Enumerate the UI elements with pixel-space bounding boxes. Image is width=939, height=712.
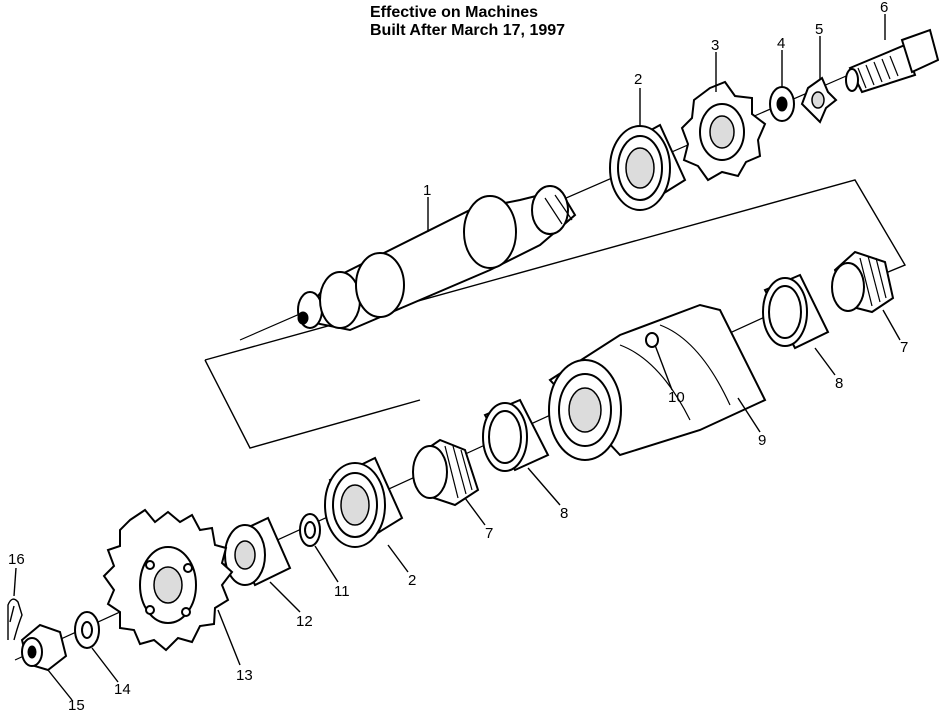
roller-bearing-part-7-lower [412, 438, 480, 507]
cotter-pin-part-16 [7, 598, 23, 641]
plug-part-10 [645, 332, 659, 348]
washer-part-14 [74, 611, 100, 649]
callout-11: 11 [334, 583, 350, 600]
housing-part-9 [548, 303, 767, 461]
bearing-part-2-lower [324, 456, 404, 548]
lock-washer-part-5 [800, 76, 838, 124]
callout-4: 4 [777, 35, 785, 52]
washer-part-11 [299, 513, 321, 547]
callout-6: 6 [880, 0, 888, 16]
callout-1: 1 [423, 182, 431, 199]
callout-16: 16 [8, 551, 25, 568]
callout-7-upper: 7 [900, 339, 908, 356]
callout-5: 5 [815, 21, 823, 38]
title-line-2: Built After March 17, 1997 [370, 22, 566, 39]
callout-10: 10 [668, 389, 685, 406]
title-line-1: Effective on Machines [370, 4, 539, 21]
spacer-part-12 [224, 516, 292, 587]
callout-14: 14 [114, 681, 131, 698]
callout-15: 15 [68, 697, 85, 712]
leader-lines [13, 14, 901, 701]
washer-part-4 [769, 86, 795, 122]
nut-part-15 [20, 623, 68, 672]
bearing-part-2-upper [609, 123, 687, 211]
large-sprocket-part-13 [102, 508, 234, 652]
callout-12: 12 [296, 613, 313, 630]
roller-bearing-part-7-upper [831, 250, 895, 314]
bearing-race-part-8-lower [482, 398, 550, 472]
callout-8-upper: 8 [835, 375, 843, 392]
bolt-part-6 [845, 28, 939, 94]
small-sprocket-part-3 [680, 80, 767, 182]
callout-9: 9 [758, 432, 766, 449]
callout-2-upper: 2 [634, 71, 642, 88]
bearing-race-part-8-upper [762, 273, 830, 350]
shaft-part-1 [297, 185, 577, 332]
callout-2-lower: 2 [408, 572, 416, 589]
callout-7-lower: 7 [485, 525, 493, 542]
group-bracket-bottom [204, 359, 421, 449]
callout-13: 13 [236, 667, 253, 684]
callout-3: 3 [711, 37, 719, 54]
callout-8-lower: 8 [560, 505, 568, 522]
